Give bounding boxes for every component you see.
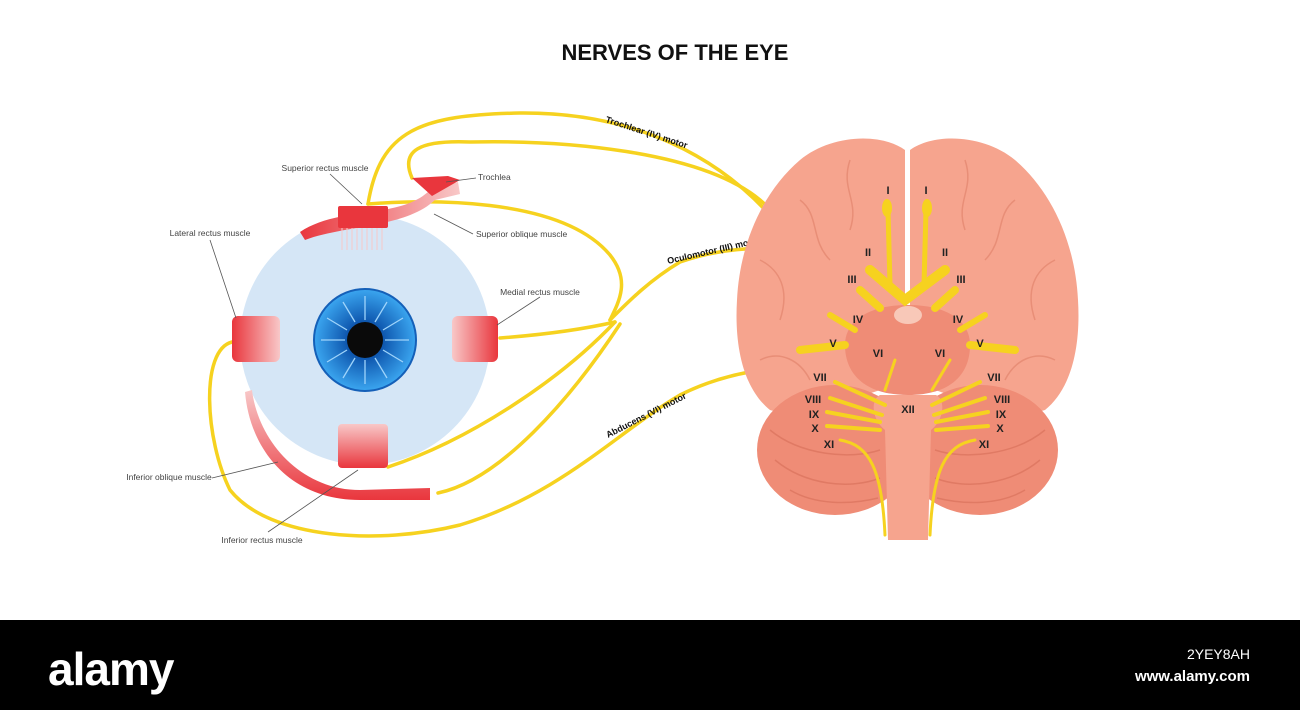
cn-right-vii: VII — [987, 372, 1000, 384]
cn-right-xi: XI — [979, 439, 989, 451]
cn-left-xi: XI — [824, 439, 834, 451]
superior-rectus-muscle — [338, 206, 388, 228]
cn-left-viii: VIII — [805, 394, 822, 406]
inferior-rectus-muscle — [338, 424, 388, 468]
footer-url: www.alamy.com — [1134, 668, 1250, 685]
brainstem — [873, 395, 943, 540]
label-lateral-rectus: Lateral rectus muscle — [170, 228, 251, 238]
cn-left-iii: III — [847, 274, 856, 286]
cn-right-ix: IX — [996, 409, 1007, 421]
label-superior-oblique: Superior oblique muscle — [476, 229, 567, 239]
cn-right-x: X — [996, 423, 1004, 435]
left-cerebellum — [757, 385, 913, 515]
cn-left-iv: IV — [853, 314, 864, 326]
label-trochlear-nerve: Trochlear (IV) motor — [604, 114, 689, 150]
label-medial-rectus: Medial rectus muscle — [500, 287, 580, 297]
abducens-nerve-path — [207, 340, 882, 538]
pons — [845, 305, 970, 395]
cranial-nerve-branches — [796, 207, 1019, 537]
cranial-labels-right: I II III IV V VI VII VIII IX X XI — [924, 185, 1010, 451]
trochlea — [412, 176, 460, 196]
cn-left-ix: IX — [809, 409, 820, 421]
cn-right-iii: III — [956, 274, 965, 286]
inferior-oblique-muscle — [245, 390, 430, 500]
brain-group — [736, 138, 1079, 540]
lateral-rectus-muscle — [232, 316, 280, 362]
diagram-title: NERVES OF THE EYE — [562, 40, 789, 65]
image-id: 2YEY8AH — [1186, 646, 1250, 662]
cn-right-i: I — [924, 185, 927, 197]
medial-rectus-muscle — [452, 316, 498, 362]
cn-left-v: V — [829, 338, 837, 350]
cn-right-viii: VIII — [994, 394, 1011, 406]
label-trochlea: Trochlea — [478, 172, 511, 182]
diagram-stage: NERVES OF THE EYE — [126, 40, 1079, 545]
cn-right-v: V — [976, 338, 984, 350]
alamy-logo: alamy — [48, 643, 174, 695]
cn-right-iv: IV — [953, 314, 964, 326]
cranial-labels-left: I II III IV V VI VII VIII IX X XI — [805, 185, 890, 451]
cn-left-ii: II — [865, 247, 871, 259]
cn-left-x: X — [811, 423, 819, 435]
iris-fibers — [321, 296, 409, 384]
pupil — [347, 322, 383, 358]
nerves-of-eye-diagram: NERVES OF THE EYE — [126, 40, 1079, 545]
cn-left-vii: VII — [813, 372, 826, 384]
cn-left-vi: VI — [873, 348, 883, 360]
watermark-footer: alamy 2YEY8AH www.alamy.com — [0, 620, 1300, 710]
eyeball-group — [232, 176, 498, 500]
right-cerebellum — [902, 385, 1058, 515]
label-inferior-oblique: Inferior oblique muscle — [126, 472, 212, 482]
cn-right-ii: II — [942, 247, 948, 259]
label-inferior-rectus: Inferior rectus muscle — [221, 535, 303, 545]
cn-right-vi: VI — [935, 348, 945, 360]
label-superior-rectus: Superior rectus muscle — [282, 163, 369, 173]
cn-center-xii: XII — [901, 404, 914, 416]
cn-left-i: I — [886, 185, 889, 197]
label-abducens-nerve: Abducens (VI) motor — [604, 390, 688, 439]
